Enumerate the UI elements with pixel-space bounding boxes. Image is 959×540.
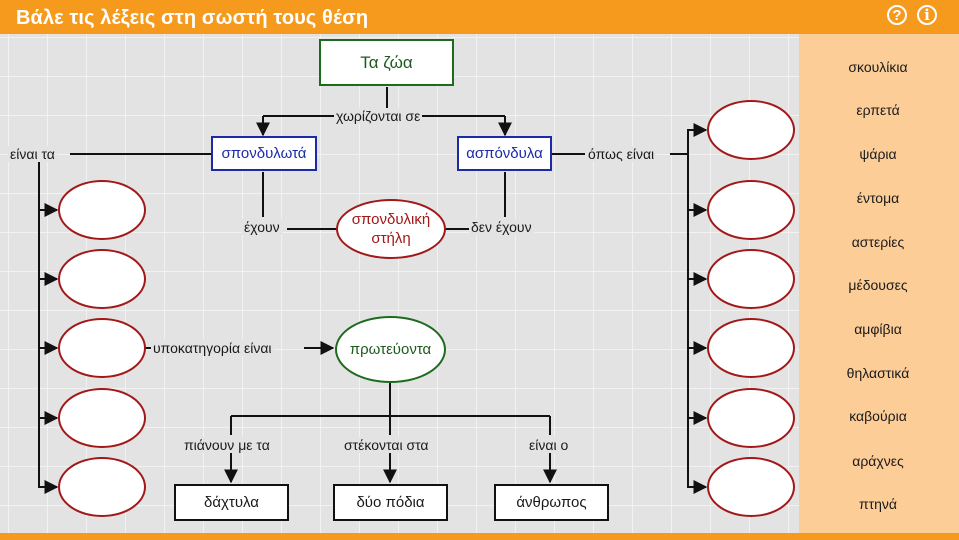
help-icon[interactable]: ? (887, 5, 907, 25)
word-bank: σκουλίκια ερπετά ψάρια έντομα αστερίες μ… (799, 34, 959, 533)
invertebrate-drop-slot[interactable] (707, 318, 795, 378)
word-tile[interactable]: θηλαστικά (846, 365, 910, 381)
word-tile[interactable]: αράχνες (852, 453, 904, 469)
have-not-label: δεν έχουν (469, 219, 534, 235)
vertebrate-drop-slot[interactable] (58, 388, 146, 448)
word-tile[interactable]: έντομα (856, 190, 900, 206)
concept-map-board: Τα ζώα χωρίζονται σε σπονδυλωτά ασπόνδυλ… (0, 34, 799, 533)
primates-node: πρωτεύοντα (335, 316, 446, 383)
invertebrate-drop-slot[interactable] (707, 180, 795, 240)
vertebrate-drop-slot[interactable] (58, 249, 146, 309)
split-label: χωρίζονται σε (334, 108, 423, 124)
connector-lines (38, 87, 708, 494)
have-label: έχουν (242, 219, 282, 235)
spine-node: σπονδυλική στήλη (336, 199, 446, 259)
invertebrate-drop-slot[interactable] (707, 457, 795, 517)
word-tile[interactable]: πτηνά (858, 496, 898, 512)
word-tile[interactable]: μέδουσες (848, 277, 908, 293)
two-feet-node: δύο πόδια (333, 484, 448, 521)
word-tile[interactable]: αστερίες (851, 234, 905, 250)
word-tile[interactable]: ερπετά (856, 102, 900, 118)
info-icon[interactable]: i (917, 5, 937, 25)
vertebrates-node: σπονδυλωτά (211, 136, 317, 171)
invertebrate-drop-slot[interactable] (707, 100, 795, 160)
footer-bar (0, 533, 959, 540)
title-bar: Βάλε τις λέξεις στη σωστή τους θέση ? i (0, 0, 959, 34)
grab-with-label: πιάνουν με τα (182, 437, 272, 453)
word-tile[interactable]: καβούρια (849, 408, 907, 424)
stand-on-label: στέκονται στα (342, 437, 431, 453)
word-tile[interactable]: ψάρια (859, 146, 897, 162)
subcategory-label: υποκατηγορία είναι (151, 340, 274, 356)
word-tile[interactable]: σκουλίκια (848, 59, 908, 75)
vertebrate-drop-slot[interactable] (58, 180, 146, 240)
they-are-label: είναι τα (8, 146, 57, 162)
such-as-label: όπως είναι (586, 146, 657, 162)
vertebrate-drop-slot[interactable] (58, 318, 146, 378)
invertebrates-node: ασπόνδυλα (457, 136, 552, 171)
fingers-node: δάχτυλα (174, 484, 289, 521)
is-the-label: είναι ο (527, 437, 571, 453)
vertebrate-drop-slot[interactable] (58, 457, 146, 517)
human-node: άνθρωπος (494, 484, 609, 521)
invertebrate-drop-slot[interactable] (707, 388, 795, 448)
root-node-animals: Τα ζώα (319, 39, 454, 86)
invertebrate-drop-slot[interactable] (707, 249, 795, 309)
activity-title: Βάλε τις λέξεις στη σωστή τους θέση (16, 7, 369, 29)
word-tile[interactable]: αμφίβια (854, 321, 902, 337)
